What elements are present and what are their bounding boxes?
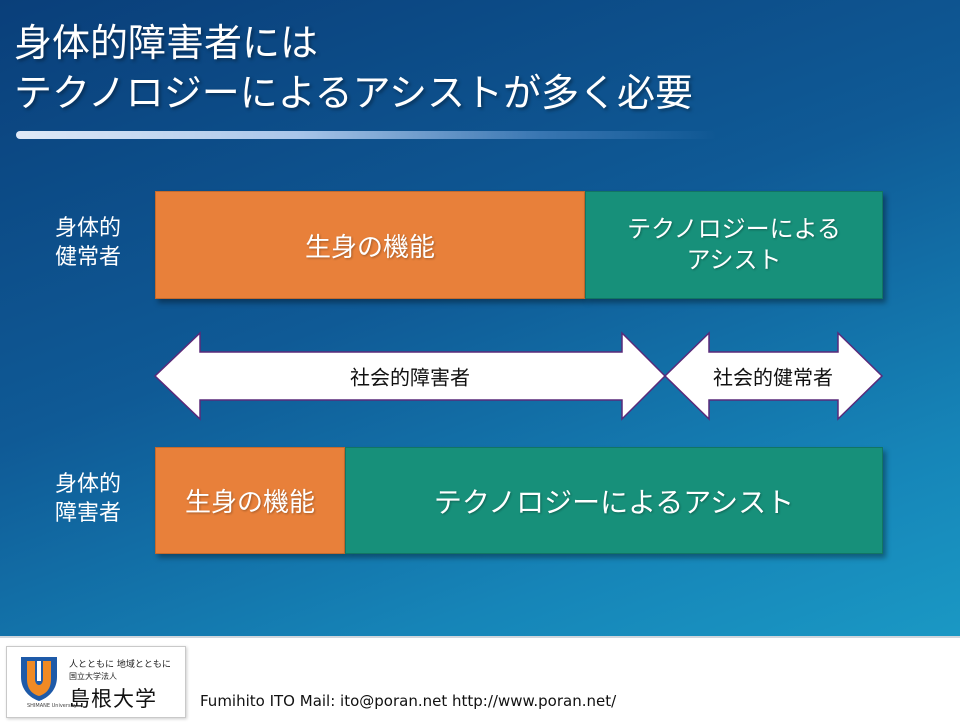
logo-corporation: 国立大学法人 (69, 672, 117, 681)
logo-university-name: 島根大学 (69, 687, 157, 711)
body-function-bar-disabled: 生身の機能 (155, 447, 345, 554)
footer-credit: Fumihito ITO Mail: ito@poran.net http://… (200, 692, 617, 710)
university-emblem-icon (21, 657, 57, 701)
slide-title: 身体的障害者には テクノロジーによるアシストが多く必要 (14, 18, 693, 118)
title-underline (16, 131, 716, 139)
arrow-diagram (153, 331, 884, 421)
tech-assist-bar-disabled: テクノロジーによるアシスト (345, 447, 883, 554)
row-label-healthy: 身体的 健常者 (38, 214, 138, 272)
logo-english-name: SHIMANE University (27, 703, 77, 709)
footer: SHIMANE University 人とともに 地域とともに 国立大学法人 島… (0, 636, 960, 722)
title-line-1: 身体的障害者には (14, 21, 319, 65)
row-label-line: 障害者 (54, 501, 121, 526)
logo-tagline: 人とともに 地域とともに (69, 660, 171, 670)
row-label-line: 身体的 (54, 472, 121, 497)
tech-assist-label: テクノロジーによる アシスト (627, 214, 841, 276)
slide-background: 身体的障害者には テクノロジーによるアシストが多く必要 身体的 健常者 生身の機… (0, 0, 960, 636)
social-healthy-label: 社会的健常者 (713, 365, 833, 390)
tech-assist-label-line: アシスト (686, 246, 782, 274)
row-label-disabled: 身体的 障害者 (38, 470, 138, 528)
row-label-line: 身体的 (54, 216, 121, 241)
tech-assist-bar-healthy: テクノロジーによる アシスト (585, 191, 883, 299)
tech-assist-label-line: テクノロジーによる (627, 215, 841, 243)
university-logo: SHIMANE University 人とともに 地域とともに 国立大学法人 島… (6, 646, 186, 718)
body-function-label: 生身の機能 (304, 232, 435, 263)
social-disabled-label: 社会的障害者 (350, 365, 470, 390)
tech-assist-label: テクノロジーによるアシスト (433, 485, 795, 519)
body-function-bar-healthy: 生身の機能 (155, 191, 585, 299)
social-healthy-arrow (663, 331, 884, 421)
row-label-line: 健常者 (54, 245, 121, 270)
title-line-2: テクノロジーによるアシストが多く必要 (14, 71, 694, 115)
body-function-label: 生身の機能 (184, 488, 315, 518)
